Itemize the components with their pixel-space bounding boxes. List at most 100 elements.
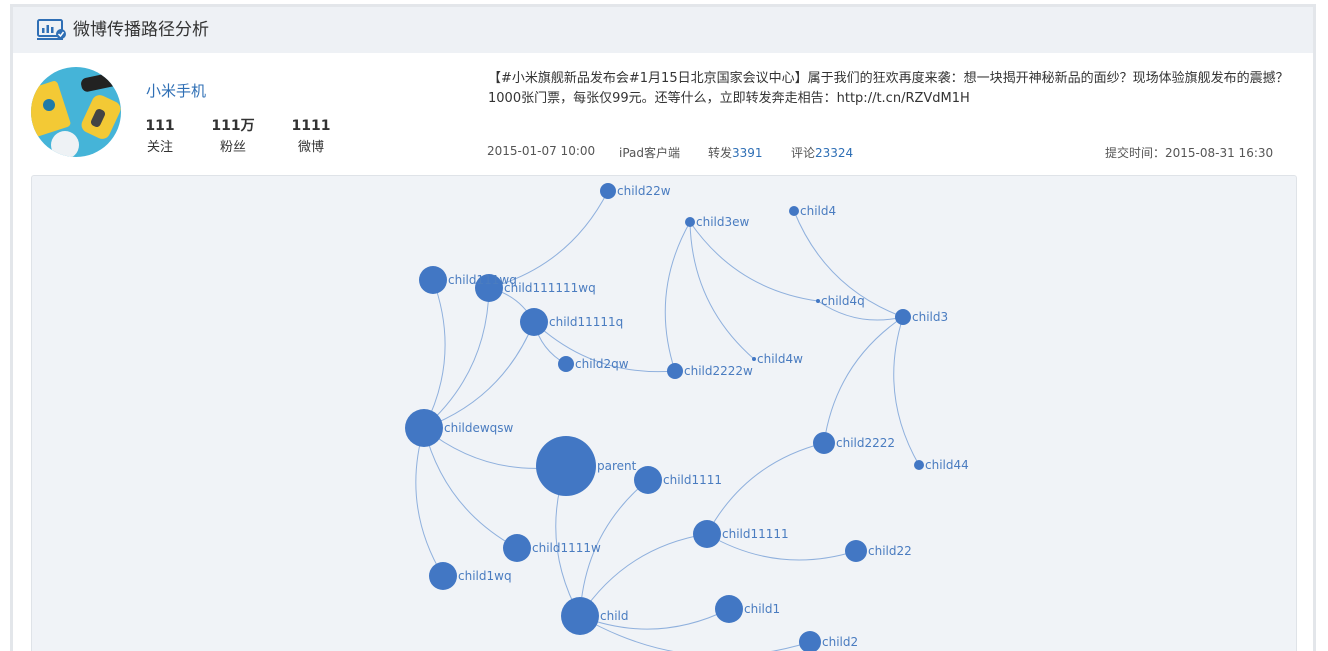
graph-node-circle[interactable] bbox=[503, 534, 531, 562]
graph-node-circle[interactable] bbox=[536, 436, 596, 496]
graph-node[interactable]: child4q bbox=[816, 294, 865, 308]
comment-count-link[interactable]: 23324 bbox=[815, 146, 854, 160]
repost-label: 转发 bbox=[708, 146, 733, 160]
stat-following[interactable]: 111 关注 bbox=[130, 117, 190, 157]
graph-node-label: parent bbox=[597, 459, 637, 473]
graph-node[interactable]: child2222w bbox=[667, 363, 753, 379]
graph-node-label: child22w bbox=[617, 184, 671, 198]
post-comments: 评论23324 bbox=[791, 144, 853, 161]
graph-node-circle[interactable] bbox=[799, 631, 821, 651]
graph-node[interactable]: child2222 bbox=[813, 432, 895, 454]
graph-node-circle[interactable] bbox=[561, 597, 599, 635]
graph-edge bbox=[689, 221, 819, 302]
graph-node-circle[interactable] bbox=[816, 299, 820, 303]
graph-node-label: child4w bbox=[757, 352, 803, 366]
graph-edge bbox=[415, 427, 444, 577]
stat-followers[interactable]: 111万 粉丝 bbox=[203, 117, 263, 157]
graph-node[interactable]: child2 bbox=[799, 631, 858, 651]
graph-edge bbox=[533, 321, 676, 373]
graph-node-circle[interactable] bbox=[693, 520, 721, 548]
graph-node[interactable]: child11111 bbox=[693, 520, 789, 548]
graph-node-circle[interactable] bbox=[914, 460, 924, 470]
avatar-image bbox=[31, 67, 121, 157]
graph-edge bbox=[423, 427, 518, 549]
stat-weibo-label: 微博 bbox=[297, 140, 324, 155]
post-source: iPad客户端 bbox=[619, 146, 681, 160]
graph-node-circle[interactable] bbox=[634, 466, 662, 494]
stat-weibo[interactable]: 1111 微博 bbox=[281, 117, 341, 157]
graph-node[interactable]: child1111w bbox=[503, 534, 601, 562]
graph-node[interactable]: child111wq bbox=[419, 266, 517, 294]
graph-node-label: child111wq bbox=[448, 273, 517, 287]
chart-analysis-icon bbox=[37, 19, 66, 40]
graph-node-circle[interactable] bbox=[429, 562, 457, 590]
app-frame: 微博传播路径分析 小米手机 111 关注 111万 粉丝 1111 微博 【#小… bbox=[10, 4, 1316, 651]
graph-node-circle[interactable] bbox=[600, 183, 616, 199]
graph-edge bbox=[423, 287, 490, 429]
graph-node-circle[interactable] bbox=[845, 540, 867, 562]
graph-node[interactable]: child bbox=[561, 597, 629, 635]
graph-node-label: child2qw bbox=[575, 357, 629, 371]
graph-node-label: child bbox=[600, 609, 629, 623]
propagation-graph[interactable]: parent childewqsw child11111q child111111wq… bbox=[32, 176, 1296, 651]
graph-node-circle[interactable] bbox=[685, 217, 695, 227]
stat-following-count: 111 bbox=[145, 118, 175, 134]
graph-node-label: child1111 bbox=[663, 473, 722, 487]
graph-node-circle[interactable] bbox=[895, 309, 911, 325]
graph-node-circle[interactable] bbox=[667, 363, 683, 379]
propagation-graph-panel[interactable]: parent childewqsw child11111q child111111wq… bbox=[31, 175, 1297, 651]
graph-node-circle[interactable] bbox=[419, 266, 447, 294]
graph-node-circle[interactable] bbox=[789, 206, 799, 216]
graph-node-circle[interactable] bbox=[475, 274, 503, 302]
graph-node[interactable]: child11111q bbox=[520, 308, 623, 336]
graph-node-label: child1111w bbox=[532, 541, 601, 555]
graph-node[interactable]: child22 bbox=[845, 540, 912, 562]
graph-edge bbox=[689, 221, 755, 360]
graph-node-label: child22 bbox=[868, 544, 912, 558]
comment-label: 评论 bbox=[791, 146, 816, 160]
graph-node[interactable]: child2qw bbox=[558, 356, 629, 372]
graph-node-circle[interactable] bbox=[558, 356, 574, 372]
submit-time: 提交时间：2015-08-31 16:30 bbox=[1105, 146, 1274, 160]
graph-node[interactable]: child3 bbox=[895, 309, 948, 325]
page-header: 微博传播路径分析 bbox=[13, 7, 1313, 53]
graph-node[interactable]: child1111 bbox=[634, 466, 722, 494]
post-date: 2015-01-07 10:00 bbox=[487, 144, 596, 158]
graph-edge bbox=[893, 316, 920, 466]
graph-edge bbox=[817, 300, 904, 321]
graph-node[interactable]: child4 bbox=[789, 204, 836, 218]
graph-node-label: child11111 bbox=[722, 527, 789, 541]
graph-node-circle[interactable] bbox=[715, 595, 743, 623]
post-reposts: 转发3391 bbox=[708, 144, 763, 161]
graph-node[interactable]: child3ew bbox=[685, 215, 750, 229]
graph-edge bbox=[706, 442, 825, 535]
graph-edge bbox=[706, 533, 857, 561]
graph-node-label: child44 bbox=[925, 458, 969, 472]
graph-edge bbox=[793, 210, 904, 318]
post-content: 【#小米旗舰新品发布会#1月15日北京国家会议中心】属于我们的狂欢再度来袭：想一… bbox=[488, 71, 1289, 106]
graph-node[interactable]: child1 bbox=[715, 595, 780, 623]
graph-node[interactable]: childewqsw bbox=[405, 409, 514, 447]
stat-following-label: 关注 bbox=[146, 140, 173, 155]
avatar[interactable] bbox=[31, 67, 121, 157]
graph-node[interactable]: child111111wq bbox=[475, 274, 596, 302]
stat-followers-count: 111万 bbox=[211, 118, 255, 134]
repost-count-link[interactable]: 3391 bbox=[732, 146, 763, 160]
graph-edge bbox=[823, 316, 904, 444]
graph-node[interactable]: child44 bbox=[914, 458, 969, 472]
graph-node-circle[interactable] bbox=[520, 308, 548, 336]
graph-node[interactable]: child22w bbox=[600, 183, 671, 199]
graph-node[interactable]: child4w bbox=[752, 352, 803, 366]
graph-node[interactable]: child1wq bbox=[429, 562, 512, 590]
graph-node-circle[interactable] bbox=[405, 409, 443, 447]
graph-node-circle[interactable] bbox=[813, 432, 835, 454]
graph-node-label: child3 bbox=[912, 310, 948, 324]
graph-node[interactable]: parent bbox=[536, 436, 637, 496]
user-name-link[interactable]: 小米手机 bbox=[146, 82, 207, 100]
graph-edge bbox=[423, 279, 446, 429]
graph-node-label: child2 bbox=[822, 635, 858, 649]
graph-node-label: child2222 bbox=[836, 436, 895, 450]
graph-node-circle[interactable] bbox=[752, 357, 756, 361]
graph-node-label: child11111q bbox=[549, 315, 623, 329]
graph-node-label: child1 bbox=[744, 602, 780, 616]
